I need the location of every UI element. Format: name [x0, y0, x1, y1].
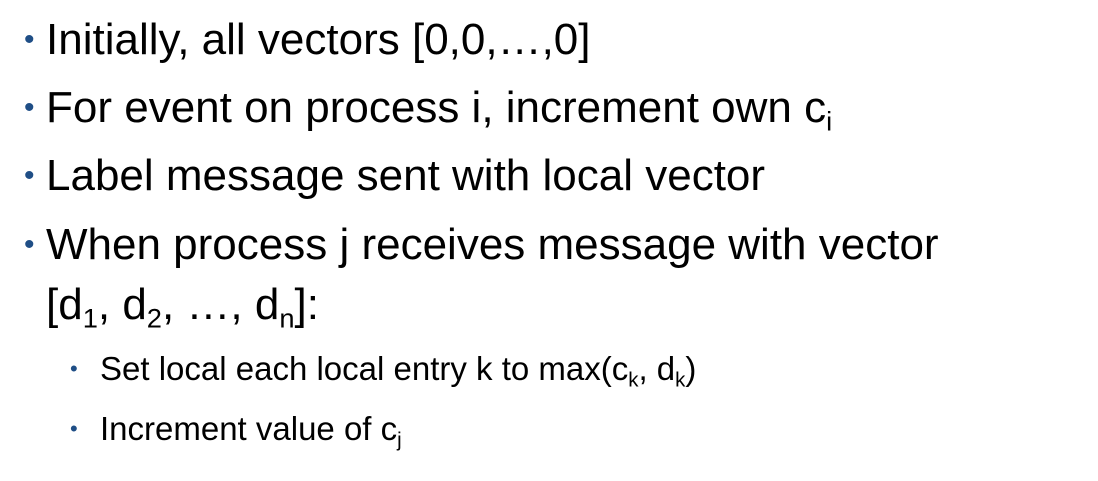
sub-bullet-text: Increment value of cj	[100, 409, 402, 452]
bullet-dot-icon: •	[70, 356, 78, 381]
subscript: 1	[82, 302, 98, 334]
text-part: Increment value of c	[100, 410, 398, 447]
subscript: n	[279, 302, 295, 334]
subscript: j	[397, 428, 402, 452]
bullet-text: Initially, all vectors [0,0,…,0]	[46, 15, 591, 64]
subscript: k	[675, 368, 686, 392]
text-part: Set local each local entry k to max(c	[100, 350, 629, 387]
bullet-dot-icon: •	[70, 416, 78, 441]
bullet-dot-icon: •	[24, 91, 35, 124]
bullet-dot-icon: •	[24, 228, 35, 261]
bullet-text-main: For event on process i, increment own c	[46, 83, 827, 132]
text-part: ]:	[294, 280, 319, 329]
bullet-text: For event on process i, increment own ci	[46, 82, 833, 137]
bullet-text: [d1, d2, …, dn]:	[46, 279, 319, 334]
text-part: , d	[638, 350, 676, 387]
sub-bullet-text: Set local each local entry k to max(ck, …	[100, 349, 697, 392]
bullet-text: When process j receives message with vec…	[46, 220, 939, 269]
text-part: , d	[97, 280, 147, 329]
subscript: i	[826, 105, 833, 137]
subscript: 2	[146, 302, 162, 334]
text-part: , …, d	[161, 280, 280, 329]
text-part: )	[685, 350, 697, 387]
bullet-dot-icon: •	[24, 159, 35, 192]
bullet-dot-icon: •	[24, 23, 35, 56]
text-part: [d	[46, 280, 83, 329]
bullet-text: Label message sent with local vector	[46, 151, 766, 200]
subscript: k	[628, 368, 639, 392]
